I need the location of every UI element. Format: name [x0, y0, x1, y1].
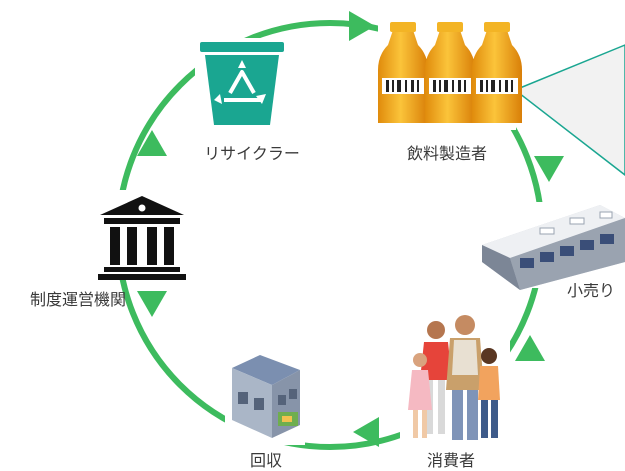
juice-bottles-icon — [378, 22, 522, 123]
arrow-head — [137, 291, 167, 317]
retailer-label: 小売り — [567, 283, 625, 299]
institution-building-icon — [98, 196, 186, 280]
arrow-head — [515, 335, 545, 361]
arrow-head — [534, 156, 564, 182]
store-building-icon — [482, 205, 625, 290]
arrow-head — [137, 130, 167, 156]
manufacturer-label: 飲料製造者 — [406, 144, 488, 163]
barcode-callout — [513, 44, 625, 176]
collection-depot-icon — [232, 355, 300, 438]
family-icon — [408, 315, 500, 440]
retailer-label-text: 小売り — [567, 283, 616, 299]
arrow-head — [353, 417, 379, 447]
cycle-arrows — [137, 11, 564, 447]
recycle-bin-icon — [200, 42, 284, 125]
recycler-label: リサイクラー — [204, 144, 300, 163]
arrow-head — [349, 11, 375, 41]
operator-label: 制度運営機関 — [29, 290, 127, 309]
collection-label: 回収 — [249, 451, 283, 470]
consumer-label: 消費者 — [426, 451, 476, 470]
